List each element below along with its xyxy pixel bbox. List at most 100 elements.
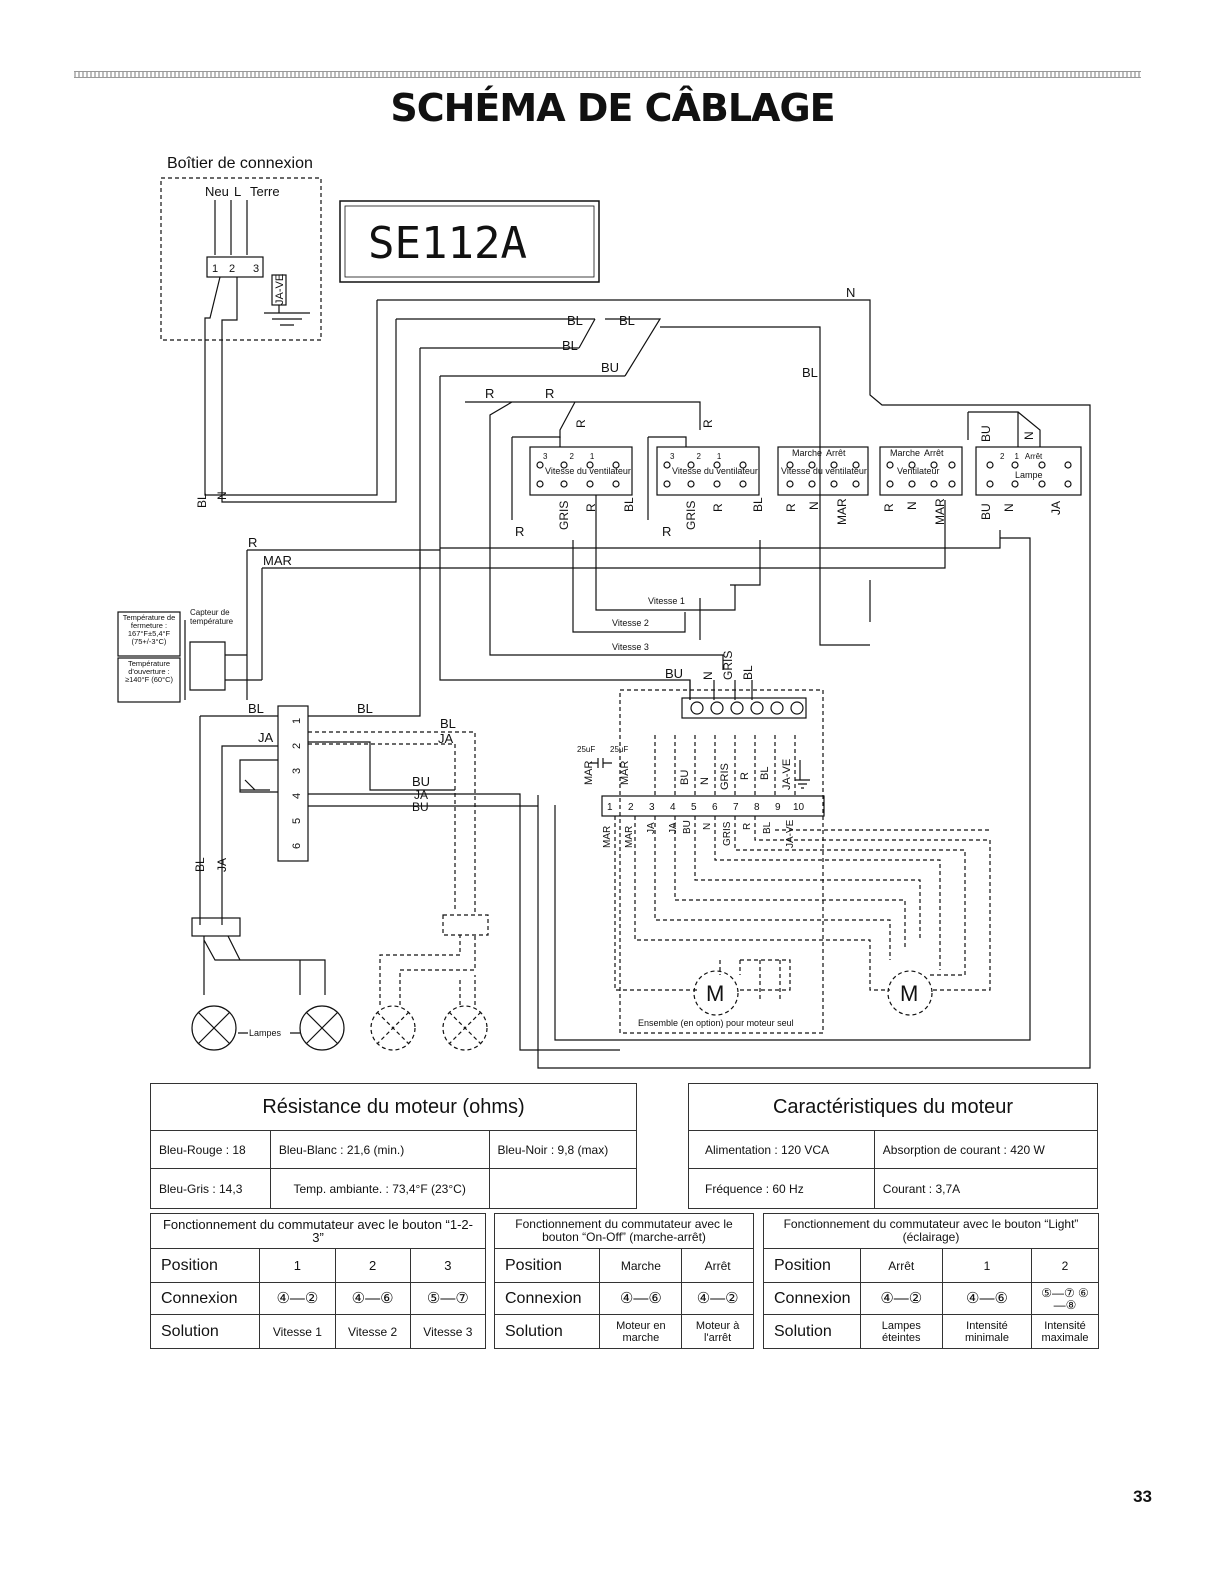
svg-text:321: 321 [670,452,722,461]
svg-text:N: N [807,501,821,510]
svg-text:M: M [706,981,724,1006]
speed-label-1: Vitesse 1 [648,596,685,606]
switch-table-123: Fonctionnement du commutateur avec le bo… [149,1213,487,1349]
motor-2 [887,970,933,1016]
resistance-title: Résistance du moteur (ohms) [150,1083,637,1131]
speed-label-3: Vitesse 3 [612,642,649,652]
svg-text:BL: BL [759,767,771,780]
svg-text:R: R [574,419,588,428]
characteristics-cell: Courant : 3,7A [873,1168,1099,1209]
svg-text:MAR: MAR [619,761,631,786]
svg-text:BL: BL [619,313,635,328]
svg-text:8: 8 [754,802,760,813]
svg-text:N: N [1002,503,1016,512]
page-number: 33 [1133,1487,1152,1506]
top-rule [74,71,1141,78]
svg-text:R: R [545,386,554,401]
svg-text:GRIS: GRIS [722,821,733,846]
wiring-diagram: Boîtier de connexion Neu L Terre 1 2 3 J… [117,155,1091,1069]
characteristics-cell: Alimentation : 120 VCA [688,1130,875,1169]
svg-text:N: N [846,285,855,300]
svg-text:4: 4 [291,793,303,799]
svg-text:BL: BL [562,338,578,353]
sensor-open-temp-box [117,657,181,703]
svg-text:BL: BL [567,313,583,328]
svg-text:3: 3 [649,802,655,813]
svg-text:25uF: 25uF [610,745,628,754]
svg-text:JA: JA [646,822,657,834]
svg-text:6: 6 [712,802,718,813]
terminal-terre: Terre [250,184,280,199]
characteristics-cell: Absorption de courant : 420 W [873,1130,1099,1169]
switch-table-light: Fonctionnement du commutateur avec le bo… [763,1213,1099,1349]
svg-text:BU: BU [412,800,429,814]
svg-text:BL: BL [248,701,264,716]
motor-terminal [681,697,807,719]
characteristics-table: Caractéristiques du moteur Alimentation … [688,1083,1099,1209]
svg-text:R: R [742,823,753,830]
svg-text:2: 2 [291,743,303,749]
svg-text:N: N [701,671,715,680]
svg-text:MAR: MAR [583,761,595,786]
motor-module [619,689,824,1034]
svg-text:R: R [485,386,494,401]
svg-text:5: 5 [291,818,303,824]
power-switch-1 [777,446,869,496]
svg-text:Vitesse du ventilateur: Vitesse du ventilateur [781,466,867,476]
svg-text:MAR: MAR [835,498,849,525]
option-label: Ensemble (en option) pour moteur seul [638,1018,794,1028]
svg-text:N: N [215,491,229,500]
svg-text:BU: BU [412,774,430,789]
svg-text:N: N [1022,431,1036,440]
svg-text:Vitesse du ventilateur: Vitesse du ventilateur [545,466,631,476]
svg-text:321: 321 [543,452,595,461]
svg-text:JA: JA [215,858,229,872]
svg-text:2: 2 [628,802,634,813]
terminal-l: L [234,184,241,199]
svg-text:BU: BU [601,360,619,375]
svg-text:R: R [584,503,598,512]
svg-text:JA: JA [414,788,428,802]
svg-text:MAR: MAR [602,826,613,848]
svg-text:GRIS: GRIS [719,763,731,790]
svg-text:2: 2 [229,263,235,275]
svg-text:6: 6 [291,843,303,849]
svg-text:Vitesse du ventilateur: Vitesse du ventilateur [672,466,758,476]
svg-text:MAR: MAR [624,826,635,848]
svg-text:BL: BL [357,701,373,716]
speed-switch-1 [529,446,633,496]
optional-lamp-1 [370,1005,416,1051]
resistance-cell: Bleu-Blanc : 21,6 (min.) [269,1130,490,1169]
svg-text:BL: BL [622,497,636,512]
svg-text:R: R [711,503,725,512]
svg-text:JA-VE: JA-VE [274,274,286,305]
svg-text:MAR: MAR [933,498,947,525]
resistance-cell: Temp. ambiante. : 73,4°F (23°C) [269,1168,490,1209]
svg-text:3: 3 [253,263,259,275]
characteristics-cell: Fréquence : 60 Hz [688,1168,875,1209]
terminal-strip [601,795,825,817]
svg-text:R: R [248,535,257,550]
svg-text:BL: BL [440,716,456,731]
svg-text:BU: BU [979,503,993,520]
svg-text:BU: BU [979,425,993,442]
svg-text:N: N [905,501,919,510]
model-number: SE112A [368,218,527,269]
switch-table-on-off: Fonctionnement du commutateur avec le bo… [493,1213,754,1349]
svg-text:7: 7 [733,802,739,813]
lamps-label: Lampes [249,1028,282,1038]
page-title: SCHÉMA DE CÂBLAGE [390,86,835,130]
svg-text:Ventilateur: Ventilateur [897,466,940,476]
resistance-cell: Bleu-Noir : 9,8 (max) [488,1130,637,1169]
svg-text:BL: BL [741,665,755,680]
svg-text:BU: BU [665,666,683,681]
svg-text:GRIS: GRIS [721,651,735,680]
terminal-block [206,256,264,278]
relay-board [277,705,309,862]
lamp-terminal [191,917,241,937]
svg-text:1: 1 [291,718,303,724]
svg-text:BL: BL [751,497,765,512]
